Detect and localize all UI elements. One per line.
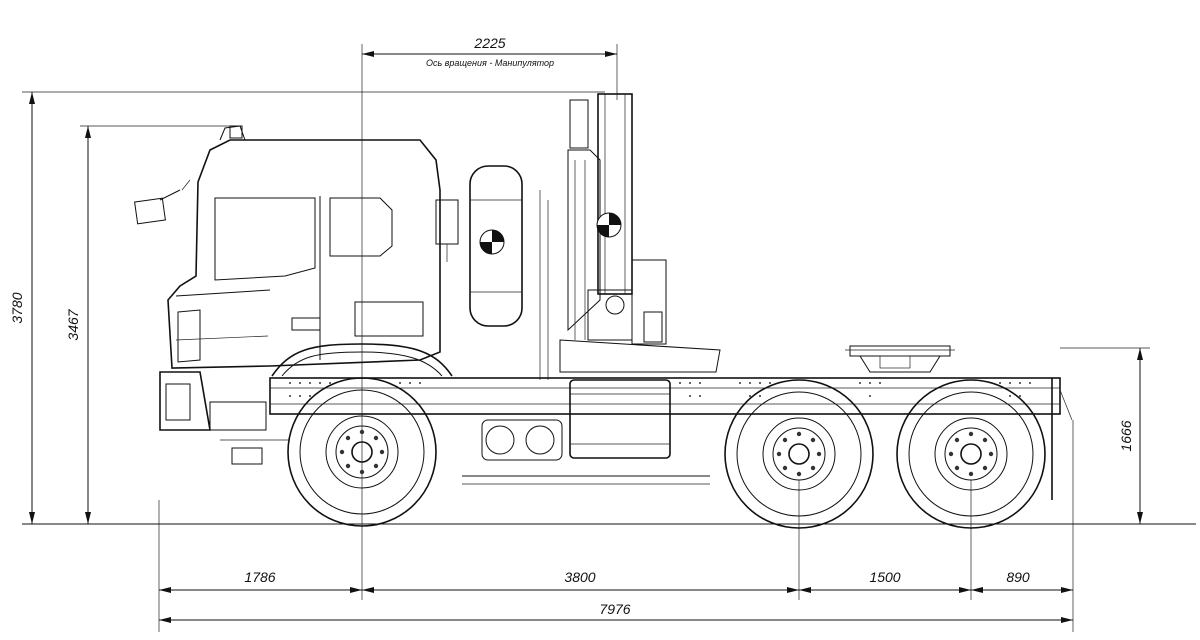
dimension-bottom-chain: 1786 3800 1500 890 (159, 569, 1073, 593)
fuel-tank (569, 379, 671, 459)
dim-bottom-2: 3800 (564, 569, 595, 585)
dim-left-inner: 3467 (65, 308, 81, 340)
dim-bottom-1: 1786 (244, 569, 275, 585)
air-tanks (462, 419, 710, 485)
dim-right-height: 1666 (1118, 420, 1134, 451)
dimension-left-inner: 3467 (65, 126, 91, 524)
chassis-frame (269, 377, 1073, 500)
dimension-left-outer: 3780 (9, 92, 35, 524)
dimension-overall: 7976 (159, 601, 1073, 623)
front-wheel-arch (271, 343, 453, 377)
truck (134, 93, 1073, 529)
front-bumper (159, 371, 290, 465)
rear-wheel-2 (896, 379, 1046, 529)
frame-perforation (289, 382, 1031, 397)
crane-manipulator (539, 93, 721, 380)
center-of-gravity-marker-icon (596, 212, 622, 238)
dimension-top: 2225 Ось вращения - Манипулятор (362, 35, 617, 68)
dim-top-span: 2225 (473, 35, 505, 51)
fifth-wheel-coupling (845, 345, 955, 373)
extension-lines (22, 44, 1150, 632)
dimension-right-height: 1666 (1118, 348, 1143, 524)
spare-wheel (469, 165, 523, 327)
cab (134, 125, 459, 369)
dim-top-caption: Ось вращения - Манипулятор (426, 58, 554, 68)
center-of-gravity-marker-icon (479, 229, 505, 255)
front-wheel (287, 377, 437, 527)
dim-bottom-4: 890 (1006, 569, 1030, 585)
dim-bottom-3: 1500 (869, 569, 900, 585)
dim-left-outer: 3780 (9, 292, 25, 323)
rear-wheel-1 (724, 379, 874, 529)
dim-overall: 7976 (599, 601, 630, 617)
